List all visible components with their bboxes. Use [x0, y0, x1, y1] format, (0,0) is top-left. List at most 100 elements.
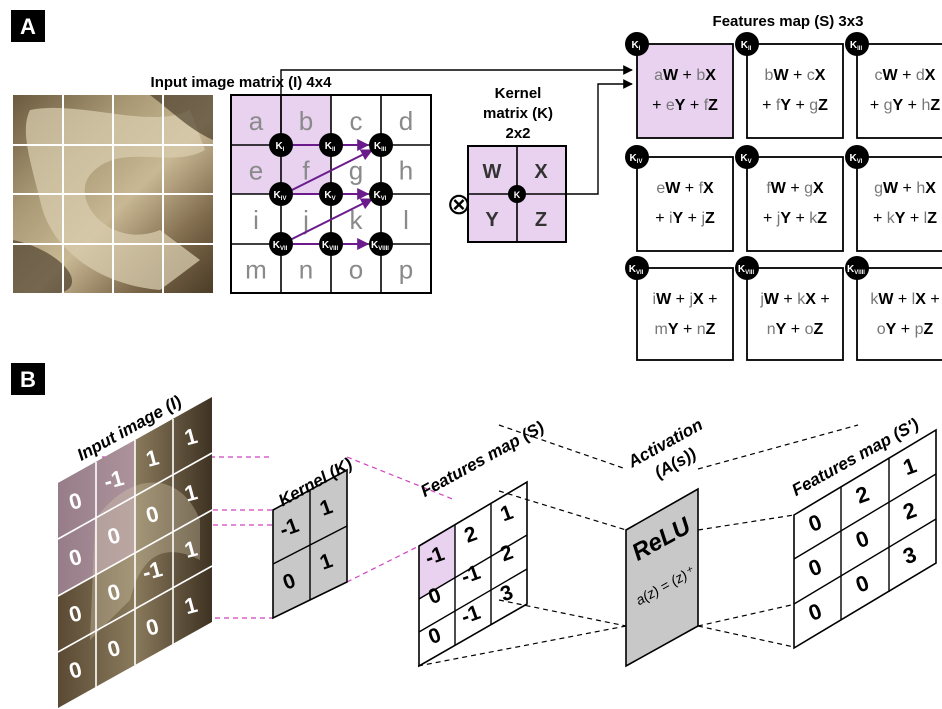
features-cell-k: KVIII: [738, 264, 755, 276]
kernel-cell-z: Z: [535, 209, 547, 231]
k-node: KI: [269, 133, 293, 157]
features-cell-line: aW + bX: [654, 67, 716, 84]
features-cell-line: eW + fX: [656, 180, 714, 197]
input-letter: j: [302, 205, 309, 235]
k-node: KIII: [369, 133, 393, 157]
b-features-value: 3: [497, 581, 516, 607]
k-node-label: KVI: [374, 190, 387, 202]
features-cell-k: KVIIII: [847, 264, 865, 276]
input-letter: o: [349, 255, 363, 285]
input-matrix-title: Input image matrix (I) 4x4: [151, 74, 333, 91]
k-node-label: KV: [324, 190, 335, 202]
k-node-label: KII: [325, 141, 336, 153]
k-node: KIV: [269, 182, 293, 206]
k-node-label: KIII: [374, 141, 387, 153]
connector-arrows: [280, 65, 633, 195]
panel-a-label-text: A: [20, 14, 36, 39]
input-letter: p: [399, 255, 413, 285]
k-node: KVIII: [319, 232, 343, 256]
features-cell-line: nY + oZ: [767, 321, 824, 338]
features-cell: KV fW + gX + jY + kZ: [735, 145, 844, 252]
features-cell-line: iW + jX +: [653, 291, 718, 308]
features-cell: KIII cW + dX + gY + hZ: [845, 32, 942, 139]
k-node-label: KVIIII: [371, 240, 389, 252]
input-letter: n: [299, 255, 313, 285]
kernel-cell-y: Y: [485, 209, 499, 231]
features-cell-line: + gY + hZ: [870, 97, 941, 114]
features-cell-k: KI: [632, 40, 641, 52]
features-cell: KVIII jW + kX + nY + oZ: [735, 256, 844, 361]
features-cell-line: jW + kX +: [759, 291, 829, 308]
panel-a-label: A: [11, 10, 45, 42]
features-cell-line: + jY + kZ: [763, 210, 827, 227]
b-activation-title: Activation (A(s)): [624, 415, 706, 482]
features-cell-line: cW + dX: [875, 67, 936, 84]
kernel-title: Kernel matrix (K) 2x2: [483, 85, 553, 142]
k-node-label: KVII: [273, 240, 288, 252]
k-node-label: KI: [276, 141, 285, 153]
features-map-title: Features map (S) 3x3: [713, 13, 864, 30]
features-cell-line: oY + pZ: [877, 321, 934, 338]
features-cell-k: KIV: [630, 153, 643, 165]
panel-a: A Input image matrix (I) 4x4: [11, 10, 942, 361]
input-letter: g: [349, 156, 363, 186]
features-cell-line: + kY + lZ: [873, 210, 937, 227]
kernel-center-node: K: [514, 190, 521, 200]
input-image-photo: [13, 95, 213, 293]
features-cell-k: KIII: [850, 40, 863, 52]
features-cell: KVII iW + jX + mY + nZ: [625, 256, 734, 361]
input-letter: i: [253, 205, 259, 235]
input-letter: l: [403, 205, 409, 235]
features-cell-k: KVII: [629, 264, 644, 276]
features-cell-line: mY + nZ: [655, 321, 716, 338]
input-letter: k: [350, 205, 364, 235]
k-node-label: KVIII: [322, 240, 339, 252]
b-features-value: 2: [497, 541, 516, 567]
panel-b-label-text: B: [20, 367, 36, 392]
b-features-value: 0: [425, 623, 444, 649]
features-cell-line: fW + gX: [766, 180, 824, 197]
k-node: KV: [319, 182, 343, 206]
kernel-title-line-2: matrix (K): [483, 105, 553, 122]
b-features-value: -1: [458, 561, 484, 589]
panel-b-label: B: [11, 363, 45, 395]
kernel-matrix: W X Y Z K: [467, 145, 567, 243]
b-features-title: Features map (S): [417, 417, 547, 501]
input-letter: e: [249, 156, 263, 186]
k-node: KII: [319, 133, 343, 157]
features-cell: KI aW + bX + eY + fZ: [625, 32, 734, 139]
features-cell-line: + eY + fZ: [652, 97, 718, 114]
input-letter: d: [399, 106, 413, 136]
b-features-value: -1: [458, 601, 484, 629]
features-cell-line: gW + hX: [874, 180, 936, 197]
kernel-title-line-3: 2x2: [505, 125, 530, 142]
b-features-value: 0: [425, 583, 444, 609]
features-cell-line: + iY + jZ: [655, 210, 715, 227]
features-cell-line: bW + cX: [765, 67, 826, 84]
b-activation: ReLU a(z) = (z)⁺: [625, 487, 699, 668]
input-letter: b: [299, 106, 313, 136]
features-cell-line: kW + lX +: [870, 291, 939, 308]
b-features-value: 2: [461, 522, 480, 548]
features-cell: KVIIII kW + lX + oY + pZ: [845, 256, 942, 361]
input-letter: m: [245, 255, 267, 285]
k-node: KVI: [369, 182, 393, 206]
features-cell: KIV eW + fX + iY + jZ: [625, 145, 734, 252]
kernel-cell-w: W: [483, 161, 502, 183]
kernel-cell-x: X: [534, 161, 548, 183]
k-node: KVIIII: [369, 232, 393, 256]
k-node: KVII: [269, 232, 293, 256]
features-cell-k: KV: [740, 153, 751, 165]
input-letter: f: [302, 156, 310, 186]
panel-b: B: [11, 363, 937, 708]
b-features-value: 1: [497, 501, 516, 527]
